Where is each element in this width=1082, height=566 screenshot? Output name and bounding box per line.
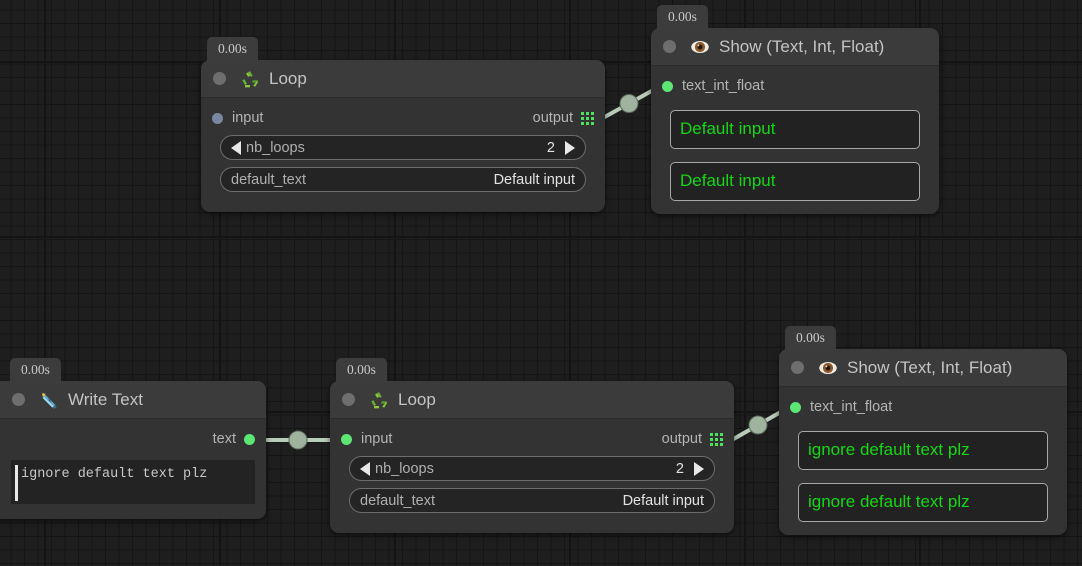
input-port-label: text_int_float [810, 399, 893, 415]
output-port-label: output [532, 110, 573, 126]
input-port-label: text_int_float [682, 78, 765, 94]
field-name: default_text [360, 492, 435, 509]
output-port-label: output [661, 431, 702, 447]
input-port-label: input [361, 431, 393, 447]
port-row-input: input output [212, 107, 594, 129]
text-input-area[interactable]: ignore default text plz [11, 460, 255, 504]
node-header[interactable]: Write Text [0, 381, 266, 419]
collapse-dot[interactable] [213, 72, 226, 85]
field-default-text[interactable]: default_text Default input [220, 167, 586, 192]
stepper-increment-icon[interactable] [694, 461, 704, 476]
collapse-dot[interactable] [663, 40, 676, 53]
output-port-label: text [212, 431, 236, 447]
node-title: Write Text [68, 389, 143, 409]
node-header[interactable]: Loop [201, 60, 605, 98]
output-value-box[interactable]: ignore default text plz [798, 483, 1048, 522]
timer-badge: 0.00s [336, 358, 387, 384]
collapse-dot[interactable] [342, 393, 355, 406]
node-title: Loop [269, 68, 307, 88]
field-name: nb_loops [375, 460, 434, 477]
stepper-increment-icon[interactable] [565, 140, 575, 155]
field-nb-loops[interactable]: nb_loops 2 [349, 456, 715, 481]
node-header[interactable]: Show (Text, Int, Float) [651, 28, 939, 66]
node-header[interactable]: Loop [330, 381, 734, 419]
pen-nib-icon [39, 390, 59, 410]
edge-loop-bottom-to-show-bottom [729, 407, 787, 443]
grid-port-icon[interactable] [710, 432, 723, 446]
field-value: Default input [493, 171, 575, 188]
timer-badge: 0.00s [10, 358, 61, 384]
edge-knob-loop-bottom-to-show-bottom[interactable] [748, 415, 768, 435]
port-row-input: text_int_float [790, 396, 1056, 418]
input-port-dot[interactable] [212, 112, 223, 124]
edge-knob-loop-top-to-show-top[interactable] [619, 94, 639, 113]
node-body: input output nb_loops 2 default_text Def… [201, 98, 605, 212]
field-nb-loops[interactable]: nb_loops 2 [220, 135, 586, 160]
port-row-output: text [0, 428, 255, 450]
grid-port-icon[interactable] [581, 111, 594, 125]
field-name: default_text [231, 171, 306, 188]
collapse-dot[interactable] [12, 393, 25, 406]
node-loop-top[interactable]: 0.00s Loop input outpu [201, 37, 605, 212]
node-body: text_int_float ignore default text plz i… [779, 387, 1067, 535]
field-name: nb_loops [246, 139, 305, 156]
output-value-box[interactable]: Default input [670, 110, 920, 149]
port-row-input: text_int_float [662, 75, 928, 97]
stepper-decrement-icon[interactable] [231, 140, 241, 155]
node-show-bottom[interactable]: 0.00s Show (Text, Int, Float) text_int_f… [779, 326, 1067, 535]
node-body: text ignore default text plz [0, 419, 266, 519]
output-value-box[interactable]: ignore default text plz [798, 431, 1048, 470]
text-caret [15, 465, 18, 501]
edge-loop-top-to-show-top [600, 86, 658, 121]
output-value-box[interactable]: Default input [670, 162, 920, 201]
output-port-dot[interactable] [244, 433, 255, 445]
eye-icon [690, 37, 710, 57]
node-title: Show (Text, Int, Float) [719, 36, 885, 56]
stepper-decrement-icon[interactable] [360, 461, 370, 476]
node-body: text_int_float Default input Default inp… [651, 66, 939, 214]
collapse-dot[interactable] [791, 361, 804, 374]
node-loop-bottom[interactable]: 0.00s Loop input outpu [330, 358, 734, 533]
input-port-dot[interactable] [341, 433, 352, 445]
recycle-icon [369, 390, 389, 410]
field-default-text[interactable]: default_text Default input [349, 488, 715, 513]
node-body: input output nb_loops 2 default_text Def… [330, 419, 734, 533]
field-value: Default input [622, 492, 704, 509]
field-value: 2 [546, 139, 555, 156]
node-header[interactable]: Show (Text, Int, Float) [779, 349, 1067, 387]
timer-badge: 0.00s [207, 37, 258, 63]
eye-icon [818, 358, 838, 378]
input-port-label: input [232, 110, 264, 126]
input-port-dot[interactable] [662, 80, 673, 92]
field-value: 2 [675, 460, 684, 477]
node-title: Loop [398, 389, 436, 409]
node-title: Show (Text, Int, Float) [847, 357, 1013, 377]
node-show-top[interactable]: 0.00s Show (Text, Int, Float) text_int_f… [651, 5, 939, 214]
text-input-value: ignore default text plz [21, 467, 208, 482]
port-row-input: input output [341, 428, 723, 450]
recycle-icon [240, 69, 260, 89]
edge-knob-write-text-to-loop-bottom[interactable] [288, 430, 308, 450]
timer-badge: 0.00s [785, 326, 836, 352]
node-write-text[interactable]: 0.00s Write Text text [0, 358, 266, 519]
timer-badge: 0.00s [657, 5, 708, 31]
input-port-dot[interactable] [790, 401, 801, 413]
